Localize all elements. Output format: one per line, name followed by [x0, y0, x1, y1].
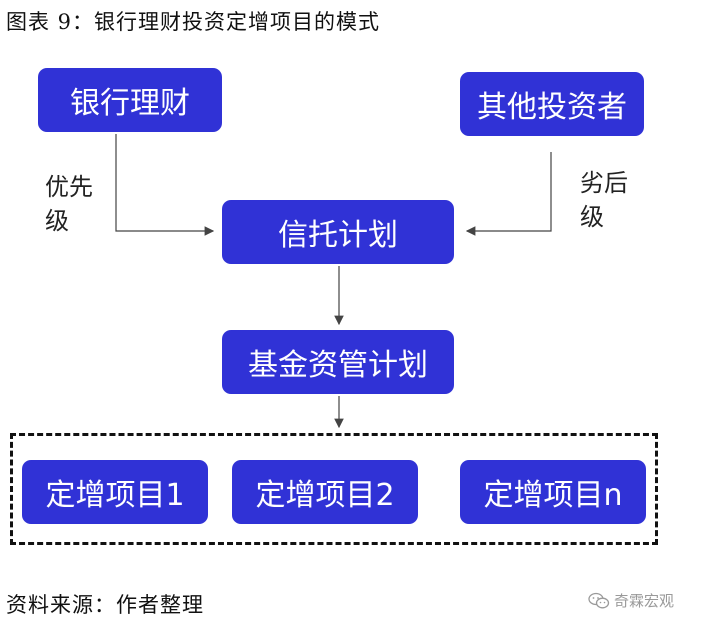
label-priority: 优先 级 — [45, 170, 93, 238]
node-other-investors: 其他投资者 — [460, 72, 644, 136]
wechat-icon — [588, 592, 610, 608]
source-note: 资料来源：作者整理 — [6, 593, 204, 617]
label-inferior-line1: 劣后 — [580, 169, 628, 197]
label-priority-line1: 优先 — [45, 173, 93, 201]
projects-group — [10, 433, 658, 545]
node-fund-plan: 基金资管计划 — [222, 330, 454, 394]
arrow-bank-to-trust — [115, 134, 215, 236]
node-project-n: 定增项目n — [460, 460, 646, 524]
label-inferior-line2: 级 — [580, 203, 604, 231]
watermark: 奇霖宏观 — [588, 590, 674, 611]
node-bank-wealth: 银行理财 — [38, 68, 222, 132]
label-inferior: 劣后 级 — [580, 166, 628, 234]
node-trust-plan: 信托计划 — [222, 200, 454, 264]
node-project-1: 定增项目1 — [22, 460, 208, 524]
arrow-other-to-trust — [465, 152, 552, 236]
watermark-text: 奇霖宏观 — [614, 592, 675, 610]
figure-title: 图表 9：银行理财投资定增项目的模式 — [6, 10, 381, 34]
node-project-2: 定增项目2 — [232, 460, 418, 524]
label-priority-line2: 级 — [45, 207, 69, 235]
